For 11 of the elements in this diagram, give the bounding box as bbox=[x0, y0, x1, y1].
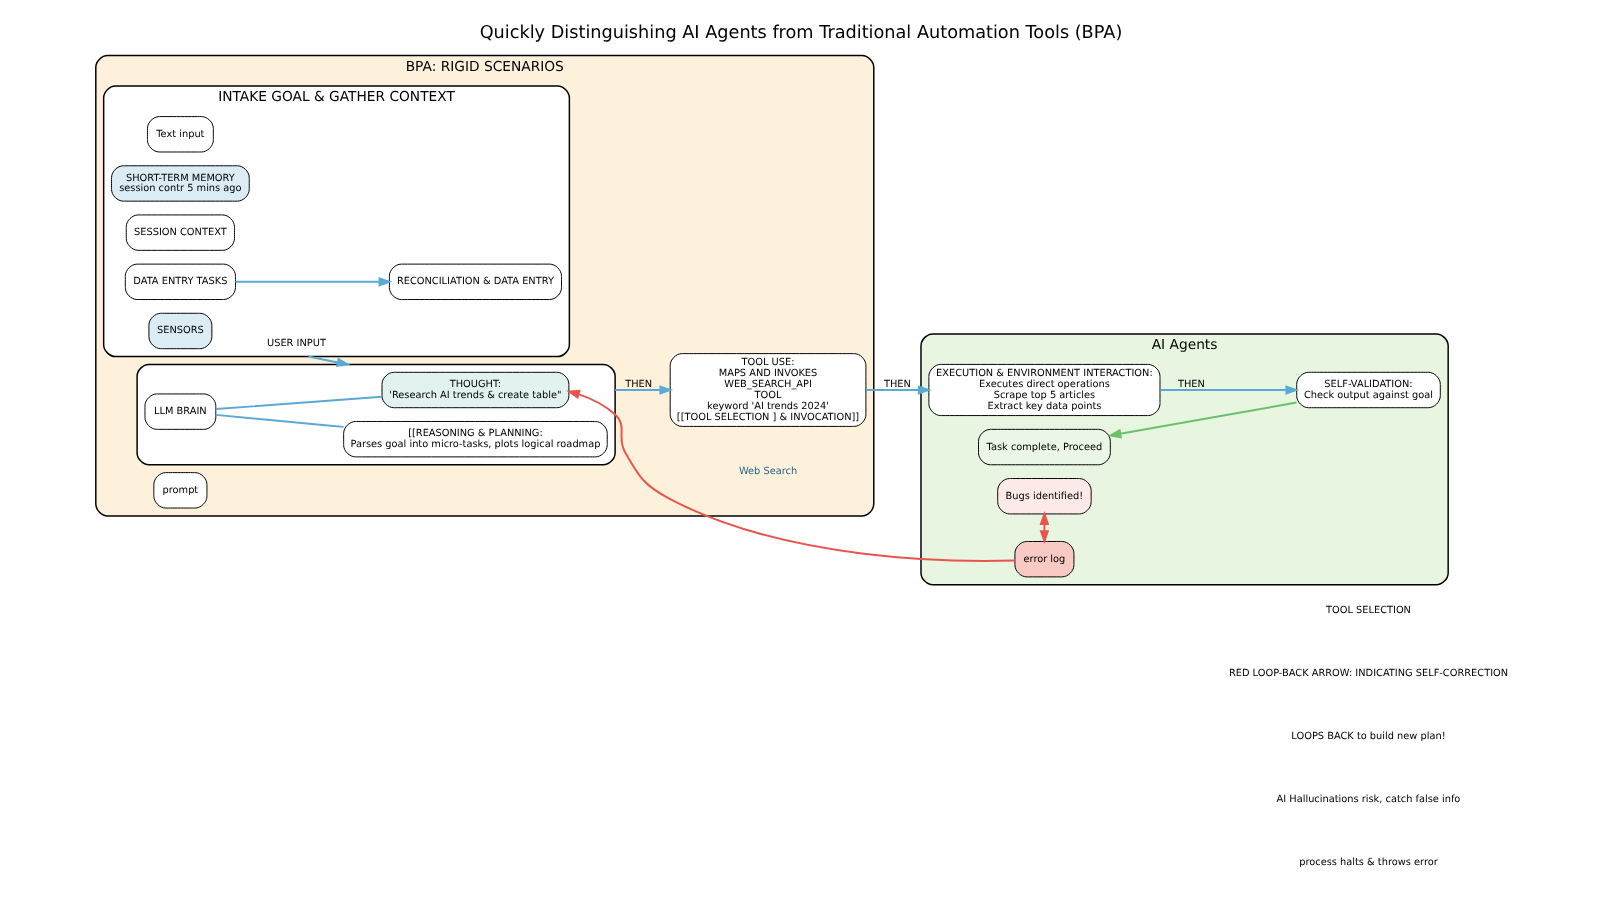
arrow bbox=[233, 277, 392, 287]
connector bbox=[213, 413, 344, 428]
arrow bbox=[864, 385, 931, 395]
arrow bbox=[565, 389, 1015, 562]
connector bbox=[213, 395, 382, 411]
arrow bbox=[1106, 401, 1297, 439]
arrow bbox=[1158, 385, 1299, 395]
arrow bbox=[306, 355, 350, 368]
cluster bbox=[135, 363, 615, 466]
diagram-title: Quickly Distinguishing AI Agents from Traditional Automation Tools (BPA) bbox=[478, 24, 1122, 45]
arrow bbox=[613, 385, 673, 395]
